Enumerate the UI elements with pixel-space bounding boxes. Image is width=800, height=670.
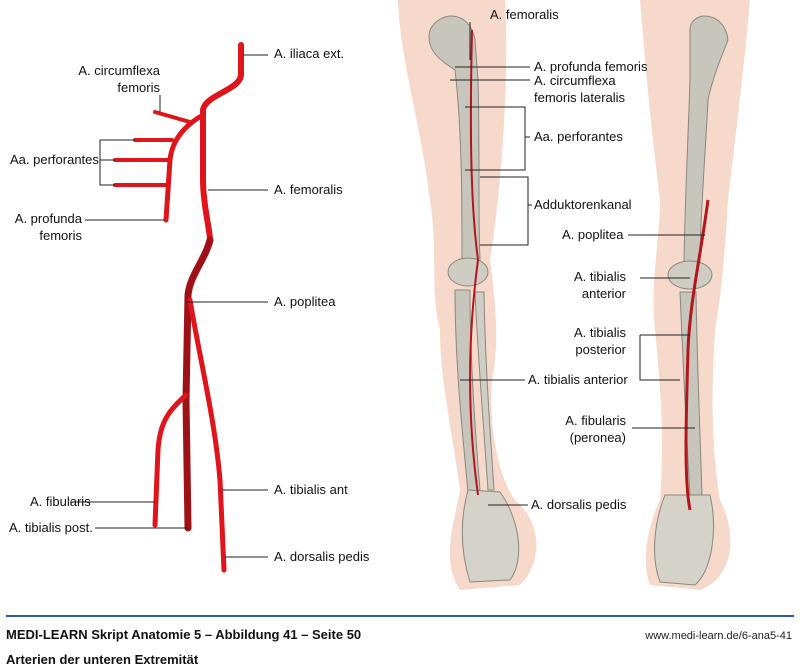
leg-illustration-back <box>640 0 750 590</box>
label-ill-tibialis-anterior-right: A. tibialis anterior <box>540 268 626 302</box>
label-line: femoris lateralis <box>534 90 626 105</box>
label-perforantes: Aa. perforantes <box>10 152 99 167</box>
label-line: posterior <box>575 342 626 357</box>
label-profunda-femoris: A. profunda femoris <box>0 210 82 244</box>
label-tibialis-ant: A. tibialis ant <box>274 482 348 497</box>
footer-divider <box>6 615 794 617</box>
label-ill-tibialis-anterior: A. tibialis anterior <box>528 372 628 387</box>
label-line: anterior <box>581 286 626 301</box>
label-fibularis: A. fibularis <box>30 494 91 509</box>
label-ill-dorsalis-pedis: A. dorsalis pedis <box>531 497 627 512</box>
label-line: A. circumflexa <box>78 63 160 78</box>
label-line: femoris <box>39 228 82 243</box>
label-ill-circumflexa: A. circumflexa femoris lateralis <box>534 72 625 106</box>
illustration-leader-lines <box>450 22 705 506</box>
label-circumflexa-femoris: A. circumflexa femoris <box>60 62 160 96</box>
label-ill-profunda: A. profunda femoris <box>534 59 648 74</box>
label-line: A. circumflexa <box>534 73 616 88</box>
label-line: (peronea) <box>569 430 626 445</box>
label-ill-perforantes: Aa. perforantes <box>534 129 623 144</box>
label-line: femoris <box>117 80 160 95</box>
label-ill-femoralis: A. femoralis <box>490 7 559 22</box>
leg-illustration-front <box>398 0 537 590</box>
schematic-leader-lines <box>70 54 268 558</box>
artery-diagram <box>70 0 750 590</box>
label-femoralis: A. femoralis <box>274 182 343 197</box>
label-line: A. tibialis <box>573 325 626 340</box>
label-ill-adduktorenkanal: Adduktorenkanal <box>534 197 632 212</box>
label-iliaca-ext: A. iliaca ext. <box>274 46 345 61</box>
label-ill-tibialis-posterior: A. tibialis posterior <box>540 324 626 358</box>
label-line: A. fibularis <box>565 413 626 428</box>
schematic-arteries <box>113 42 244 573</box>
footer-url[interactable]: www.medi-learn.de/6-ana5-41 <box>645 630 792 642</box>
footer-title: MEDI-LEARN Skript Anatomie 5 – Abbildung… <box>6 627 362 642</box>
label-ill-poplitea: A. poplitea <box>562 227 624 242</box>
footer-subtitle: Arterien der unteren Extremität <box>6 652 199 667</box>
label-dorsalis-pedis: A. dorsalis pedis <box>274 549 370 564</box>
label-ill-fibularis: A. fibularis (peronea) <box>540 412 626 446</box>
label-line: A. tibialis <box>573 269 626 284</box>
label-tibialis-post: A. tibialis post. <box>9 520 93 535</box>
label-line: A. profunda <box>14 211 82 226</box>
label-poplitea: A. poplitea <box>274 294 336 309</box>
